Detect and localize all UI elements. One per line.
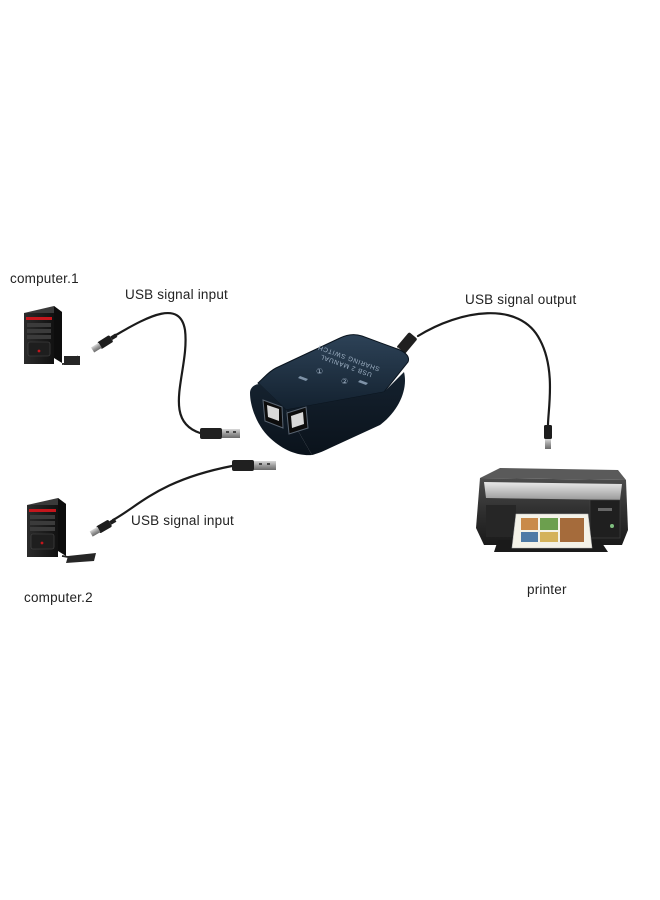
switch-button-2[interactable] — [358, 380, 368, 385]
device-port-1-mark: ① — [316, 367, 323, 376]
computer-2-label: computer.2 — [24, 590, 93, 605]
usb-cable-2 — [111, 464, 234, 522]
computer-2-tower — [27, 498, 96, 563]
usb-a-plug-1 — [200, 428, 240, 439]
switch-button-1[interactable] — [298, 376, 308, 381]
usb-b-port-1[interactable] — [262, 399, 284, 429]
usb-b-plug-2 — [89, 518, 117, 537]
usb-b-plug-1 — [90, 333, 118, 353]
usb-b-plug-output — [544, 425, 552, 449]
usb-b-port-2[interactable] — [286, 406, 309, 435]
usb-cable-1 — [114, 312, 202, 435]
printer-label: printer — [527, 582, 567, 597]
printed-photo-sheet — [511, 513, 593, 549]
computer-1-label: computer.1 — [10, 271, 79, 286]
usb-a-plug-2 — [232, 460, 276, 471]
printer-device — [476, 468, 628, 552]
computer-1-tower — [24, 306, 80, 365]
usb-signal-output-label: USB signal output — [465, 292, 577, 307]
usb-signal-input-2-label: USB signal input — [131, 513, 235, 528]
usb-signal-input-1-label: USB signal input — [125, 287, 229, 302]
device-port-2-mark: ② — [341, 377, 348, 386]
usb-sharing-switch: USB 2 MANUAL SHARING SWITCH ① ② — [250, 334, 409, 456]
pc-cable-stub — [61, 355, 93, 560]
usb-cable-output — [416, 312, 552, 427]
